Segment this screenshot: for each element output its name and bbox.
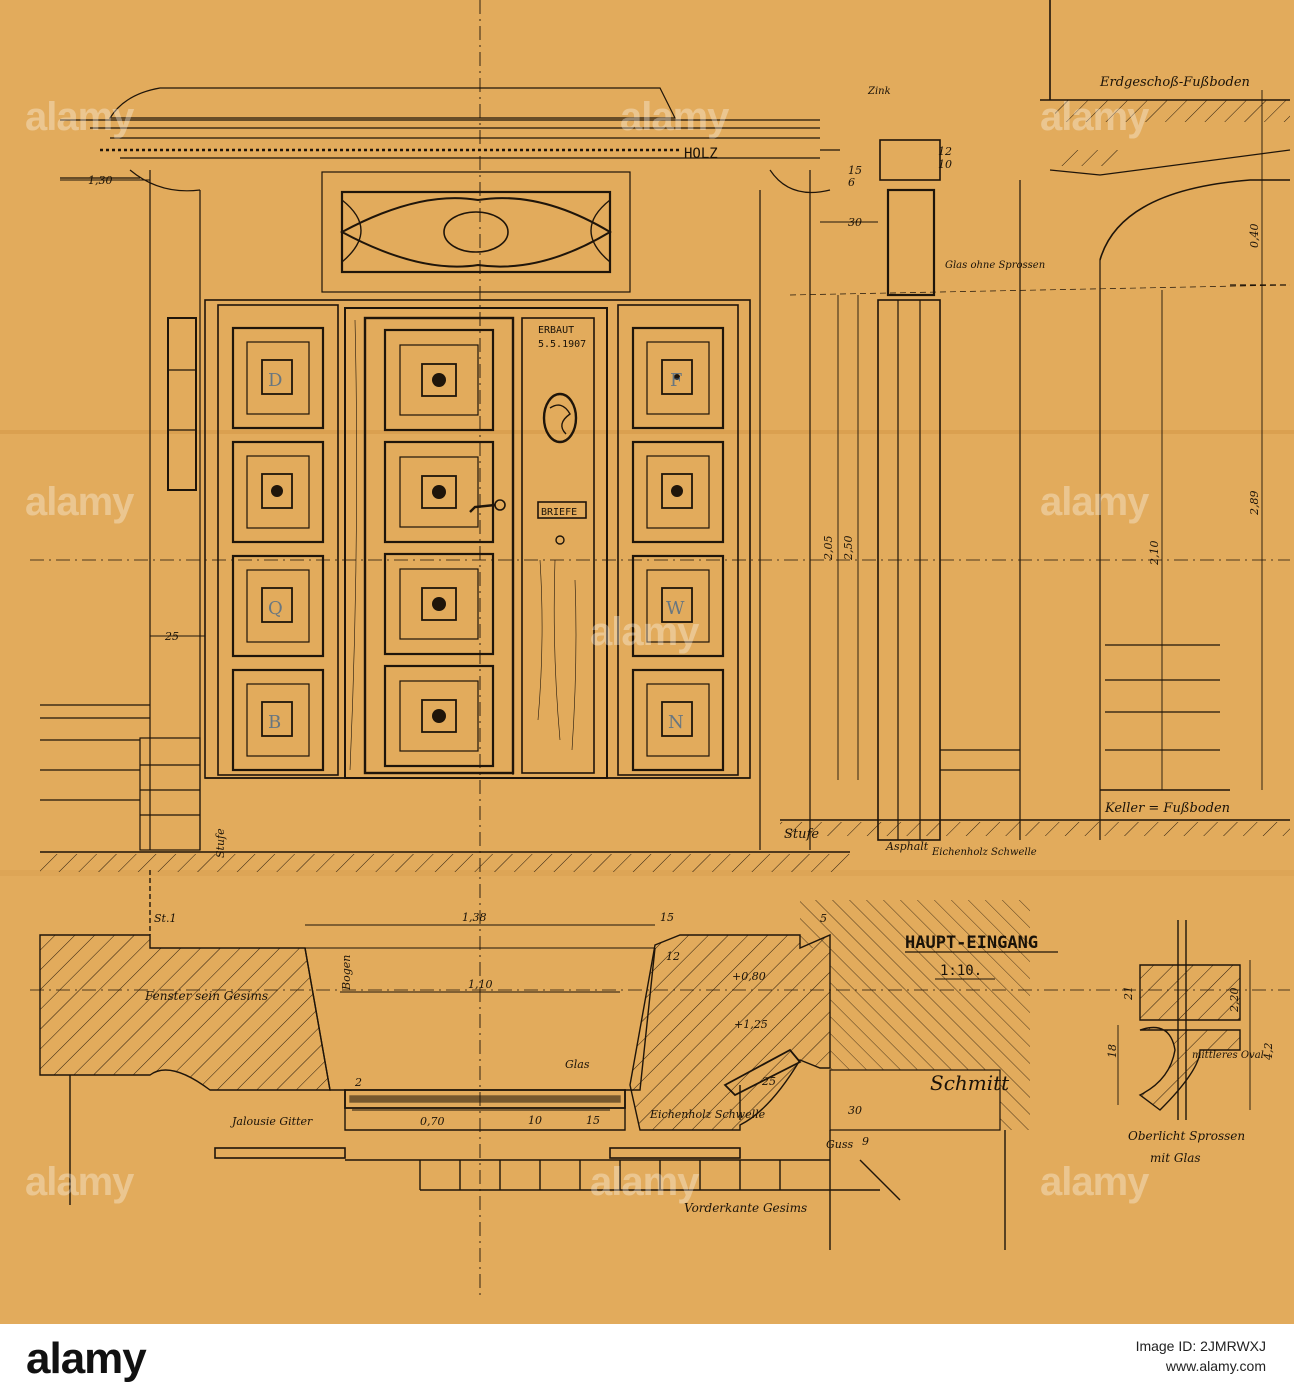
panel-rosettes (271, 373, 683, 723)
footer-bar: alamy Image ID: 2JMRWXJ www.alamy.com (0, 1324, 1294, 1390)
dim: 25 (761, 1075, 776, 1088)
door-leaf-side (521, 317, 595, 774)
left-window (167, 317, 197, 491)
footer-meta: Image ID: 2JMRWXJ www.alamy.com (1136, 1336, 1266, 1376)
dim: 2,89 (1248, 491, 1261, 517)
transom-profile-detail (1117, 920, 1251, 1120)
ground-hatch (780, 822, 1290, 836)
dim: 2,20 (1228, 988, 1241, 1014)
dim: 1,38 (462, 911, 487, 924)
label-date-line2: 5.5.1907 (538, 339, 586, 350)
dim: 4,2 (1262, 1043, 1275, 1062)
side-panel-right (617, 304, 739, 776)
label-stufe-side: Stufe (214, 828, 227, 858)
side-panel-left (217, 304, 339, 776)
ground-hatch (40, 854, 850, 872)
drawing-sheet: Erdgeschoß-Fußboden Zink HOLZ Glas ohne … (0, 0, 1294, 1324)
dim: 1,10 (468, 978, 493, 991)
transom-ornament (339, 197, 612, 268)
transom-frame (321, 171, 631, 293)
dim: 1,30 (88, 174, 113, 187)
label-guss: Guss (826, 1138, 854, 1151)
dim: 9 (862, 1135, 869, 1148)
dim: 10 (938, 158, 952, 171)
plinth-blocks (139, 737, 201, 851)
dim: 15 (660, 911, 674, 924)
label-oberlicht: Oberlicht Sprossen (1128, 1129, 1245, 1143)
label-glas: Glas (565, 1058, 590, 1071)
door-knocker (542, 392, 578, 444)
label-floor-top: Erdgeschoß-Fußboden (1099, 75, 1250, 90)
dim: 0,70 (420, 1115, 445, 1128)
label-holz: HOLZ (684, 146, 718, 162)
label-bogen: Bogen (340, 955, 353, 991)
label-date-line1: ERBAUT (538, 325, 574, 336)
pencil-letter: Q (268, 598, 283, 619)
panel-group-right (631, 326, 725, 772)
footer-logo[interactable]: alamy (26, 1334, 147, 1383)
pencil-letter: D (268, 370, 282, 391)
label-stufe: Stufe (784, 827, 819, 842)
pencil-letter: N (668, 712, 684, 733)
dim: +1,25 (734, 1018, 768, 1031)
dim: 21 (1122, 986, 1135, 1001)
dim: St.1 (154, 912, 176, 925)
dim: 15 (848, 164, 862, 177)
pencil-letter: W (666, 598, 685, 619)
dim: +0,80 (732, 970, 766, 983)
label-zink: Zink (867, 86, 891, 97)
label-asphalt: Asphalt (885, 840, 929, 853)
signature: Schmitt (930, 1071, 1010, 1095)
dim: 30 (848, 1104, 862, 1117)
dim: 6 (848, 176, 855, 189)
dimensions: 1,30 25 15 30 2,05 2,50 2,10 2,89 0,40 1… (88, 145, 1275, 1148)
site-link[interactable]: www.alamy.com (1165, 1358, 1266, 1374)
label-oval: mittleres Oval (1192, 1050, 1264, 1061)
dim: 2,10 (1148, 541, 1161, 567)
drawing-scale: 1:10. (940, 963, 982, 979)
dim: 12 (938, 145, 952, 158)
section-transom-frame (879, 139, 941, 181)
dim: 2 (354, 1076, 362, 1089)
plan-section (39, 870, 1251, 1250)
dim: 0,40 (1248, 224, 1261, 249)
label-oberlicht-2: mit Glas (1150, 1151, 1201, 1165)
drawing-title: HAUPT-EINGANG (905, 933, 1038, 953)
architectural-drawing: Erdgeschoß-Fußboden Zink HOLZ Glas ohne … (0, 0, 1294, 1300)
label-keller: Keller = Fußboden (1104, 801, 1230, 816)
paper-fold-line (0, 430, 1294, 434)
dim: 2,05 (822, 536, 835, 562)
door-handle (469, 503, 496, 513)
image-id: Image ID: 2JMRWXJ (1135, 1338, 1266, 1354)
labels: Erdgeschoß-Fußboden Zink HOLZ Glas ohne … (144, 75, 1264, 1215)
label-jalousie: Jalousie Gitter (230, 1115, 313, 1128)
floor-hatch (1055, 100, 1290, 122)
dim: 2,50 (842, 536, 855, 562)
dim: 30 (848, 216, 862, 229)
label-fenster-note: Fenster sein Gesims (144, 989, 268, 1003)
label-briefe: BRIEFE (541, 507, 577, 518)
label-glass-note: Glas ohne Sprossen (945, 260, 1045, 271)
panel-group-door (383, 328, 495, 768)
paper-fold-line (0, 870, 1294, 876)
section-arch (1099, 179, 1290, 261)
cornice (60, 87, 831, 194)
label-vorderkante: Vorderkante Gesims (684, 1201, 807, 1215)
dim: 18 (1106, 1044, 1119, 1058)
dim: 10 (528, 1114, 542, 1127)
pencil-letter: F (670, 370, 683, 391)
dim: 25 (164, 630, 179, 643)
section-jamb (877, 299, 941, 841)
dim: 15 (586, 1114, 600, 1127)
dim: 5 (820, 912, 827, 925)
label-schwelle-top: Eichenholz Schwelle (931, 847, 1037, 858)
letter-slot (537, 501, 587, 519)
dim: 12 (666, 950, 680, 963)
label-schwelle: Eichenholz Schwelle (649, 1108, 766, 1121)
pencil-letter: B (268, 712, 281, 733)
section-glass (886, 188, 936, 297)
pencil-letters: D Q W F N B (268, 370, 685, 733)
panel-group-left (231, 326, 325, 772)
